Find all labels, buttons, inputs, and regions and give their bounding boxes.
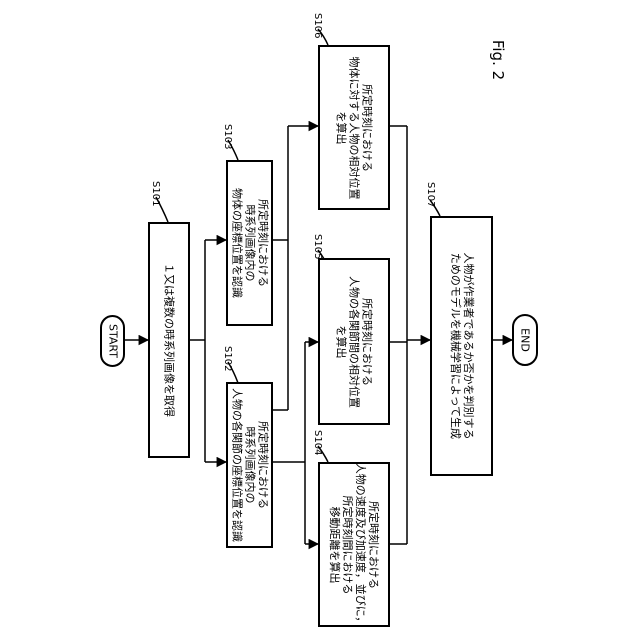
process-box-s102: 所定時刻における 時系列画像内の 人物の各関節の座標位置を認識 [226, 382, 273, 548]
step-id-s105: S105 [312, 234, 323, 259]
process-text-s102-line2: 時系列画像内の [243, 388, 256, 542]
process-text-s105-line2: 人物の各関節間の相対位置 [348, 276, 361, 408]
process-text-s102-line3: 人物の各関節の座標位置を認識 [230, 388, 243, 542]
figure-label: Fig. 2 [478, 30, 518, 90]
process-text-s104-line2: 人物の速度及び加速度，並びに， [354, 462, 367, 626]
end-terminal: END [512, 314, 538, 366]
process-text-s104-line1: 所定時刻における [367, 462, 380, 626]
process-text-s102-line1: 所定時刻における [256, 388, 269, 542]
process-text-s106-line2: 物体に対する人物の相対位置 [348, 56, 361, 199]
process-text-s103-line2: 時系列画像内の [243, 188, 256, 298]
process-text-s101-line1: １又は複数の時系列画像を取得 [163, 263, 176, 417]
process-text-s107-line1: 人物が作業者であるか否かを判別する [462, 253, 475, 440]
start-terminal: START [100, 315, 125, 367]
process-text-s103-line3: 物体の座標位置を認識 [230, 188, 243, 298]
process-text-s104-line4: 移動距離を算出 [328, 462, 341, 626]
end-label: END [519, 328, 532, 352]
process-text-s107-line2: ためのモデルを機械学習によって生成 [449, 253, 462, 440]
process-text-s106-line3: を算出 [335, 56, 348, 199]
process-box-s104: 所定時刻における 人物の速度及び加速度，並びに， 所定時刻間における 移動距離を… [318, 462, 390, 627]
process-text-s105-line1: 所定時刻における [361, 276, 374, 408]
step-id-s104: S104 [312, 430, 323, 455]
process-text-s105-line3: を算出 [335, 276, 348, 408]
process-text-s103-line1: 所定時刻における [256, 188, 269, 298]
process-text-s106-line1: 所定時刻における [361, 56, 374, 199]
start-label: START [106, 324, 119, 358]
process-box-s105: 所定時刻における 人物の各関節間の相対位置 を算出 [318, 258, 390, 425]
step-id-s102: S102 [222, 346, 233, 371]
step-id-s107: S107 [425, 182, 436, 207]
process-box-s107: 人物が作業者であるか否かを判別する ためのモデルを機械学習によって生成 [430, 216, 493, 476]
process-box-s103: 所定時刻における 時系列画像内の 物体の座標位置を認識 [226, 160, 273, 326]
step-id-s101: S101 [150, 181, 161, 206]
process-box-s106: 所定時刻における 物体に対する人物の相対位置 を算出 [318, 45, 390, 210]
process-box-s101: １又は複数の時系列画像を取得 [148, 222, 190, 458]
process-text-s104-line3: 所定時刻間における [341, 462, 354, 626]
step-id-s106: S106 [312, 13, 323, 38]
step-id-s103: S103 [222, 124, 233, 149]
